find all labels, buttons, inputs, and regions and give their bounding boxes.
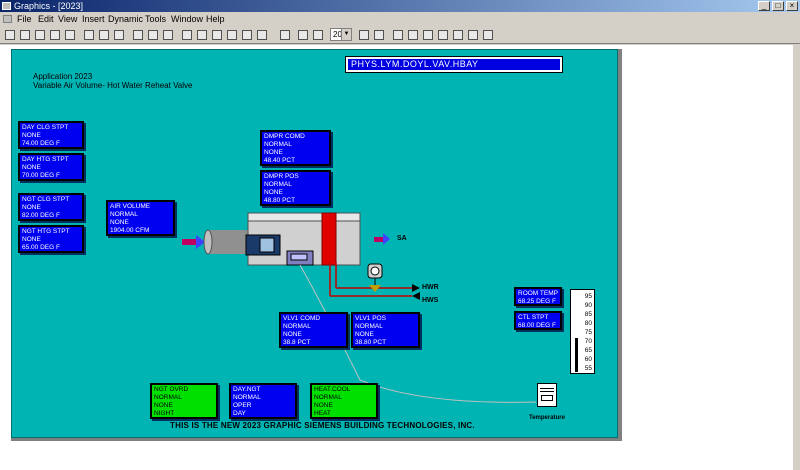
therm-tick: 65	[584, 347, 592, 354]
forward-arrow-icon[interactable]	[255, 28, 269, 42]
room-sensor-icon	[537, 383, 557, 407]
therm-tick: 90	[584, 302, 592, 309]
inlet-duct	[208, 230, 248, 254]
arrange2-icon[interactable]	[195, 28, 209, 42]
align2-icon[interactable]	[406, 28, 420, 42]
app-line: Application 2023	[33, 72, 93, 81]
arrange-icon[interactable]	[180, 28, 194, 42]
palette-icon[interactable]	[357, 28, 371, 42]
scrollbar[interactable]	[793, 45, 800, 470]
open-icon[interactable]	[18, 28, 32, 42]
copy-icon[interactable]	[97, 28, 111, 42]
arrange3-icon[interactable]	[210, 28, 224, 42]
save-icon[interactable]	[33, 28, 47, 42]
therm-tick: 55	[584, 365, 592, 372]
hws-label: HWS	[422, 297, 439, 304]
align4-icon[interactable]	[436, 28, 450, 42]
align-icon[interactable]	[391, 28, 405, 42]
point-header[interactable]: PHYS.LYM.DOYL.VAV.HBAY	[345, 56, 563, 73]
print-icon[interactable]	[63, 28, 77, 42]
paste-icon[interactable]	[112, 28, 126, 42]
therm-tick: 70	[584, 338, 592, 345]
therm-tick: 95	[584, 293, 592, 300]
reheat-coil	[321, 212, 337, 266]
sa-label: SA	[397, 235, 407, 242]
thermometer-fill	[575, 338, 578, 372]
title-bar: Graphics - [2023] _ □ ×	[0, 0, 800, 12]
therm-tick: 75	[584, 329, 592, 336]
canvas-shadow-bottom	[11, 438, 622, 441]
toolbar: 20 ▼	[0, 26, 800, 44]
hwr-label: HWR	[422, 284, 439, 291]
app-description: Variable Air Volume- Hot Water Reheat Va…	[33, 81, 193, 90]
therm-tick: 80	[584, 320, 592, 327]
stop-icon[interactable]	[481, 28, 495, 42]
hot-water-valve	[367, 263, 383, 292]
footer-text: THIS IS THE NEW 2023 GRAPHIC SIEMENS BUI…	[170, 421, 475, 430]
temperature-label: Temperature	[529, 415, 565, 421]
fill-icon[interactable]	[372, 28, 386, 42]
window-title: Graphics - [2023]	[14, 1, 84, 11]
document-icon	[3, 15, 12, 23]
therm-tick: 85	[584, 311, 592, 318]
menu-window[interactable]: Window	[171, 14, 204, 24]
select-icon[interactable]	[131, 28, 145, 42]
new-icon[interactable]	[3, 28, 17, 42]
pointer-icon[interactable]	[278, 28, 292, 42]
inlet-arrow	[182, 235, 205, 249]
menu-view[interactable]: View	[58, 14, 78, 24]
duct-end	[203, 229, 213, 255]
menu-insert[interactable]: Insert	[82, 14, 105, 24]
menu-file[interactable]: File	[17, 14, 32, 24]
close-button[interactable]: ×	[786, 1, 798, 11]
canvas-shadow	[618, 49, 622, 439]
align5-icon[interactable]	[451, 28, 465, 42]
dynamic-icon[interactable]	[296, 28, 310, 42]
app-icon	[2, 2, 11, 10]
maximize-button[interactable]: □	[772, 1, 784, 11]
home-icon[interactable]	[146, 28, 160, 42]
menu-help[interactable]: Help	[206, 14, 225, 24]
thermometer-gauge: 95 90 85 80 75 70 65 60 55	[570, 289, 595, 374]
back-arrow-icon[interactable]	[240, 28, 254, 42]
menu-tools[interactable]: Tools	[145, 14, 167, 24]
minimize-button[interactable]: _	[758, 1, 770, 11]
text-icon[interactable]	[466, 28, 480, 42]
outlet-arrow	[374, 233, 390, 245]
view-icon[interactable]	[161, 28, 175, 42]
grid-icon[interactable]	[311, 28, 325, 42]
chevron-down-icon[interactable]: ▼	[341, 29, 351, 40]
menu-dynamic[interactable]: Dynamic	[108, 14, 144, 24]
cut-icon[interactable]	[82, 28, 96, 42]
print-preview-icon[interactable]	[48, 28, 62, 42]
menu-edit[interactable]: Edit	[38, 14, 54, 24]
therm-tick: 60	[584, 356, 592, 363]
arrange4-icon[interactable]	[225, 28, 239, 42]
align3-icon[interactable]	[421, 28, 435, 42]
